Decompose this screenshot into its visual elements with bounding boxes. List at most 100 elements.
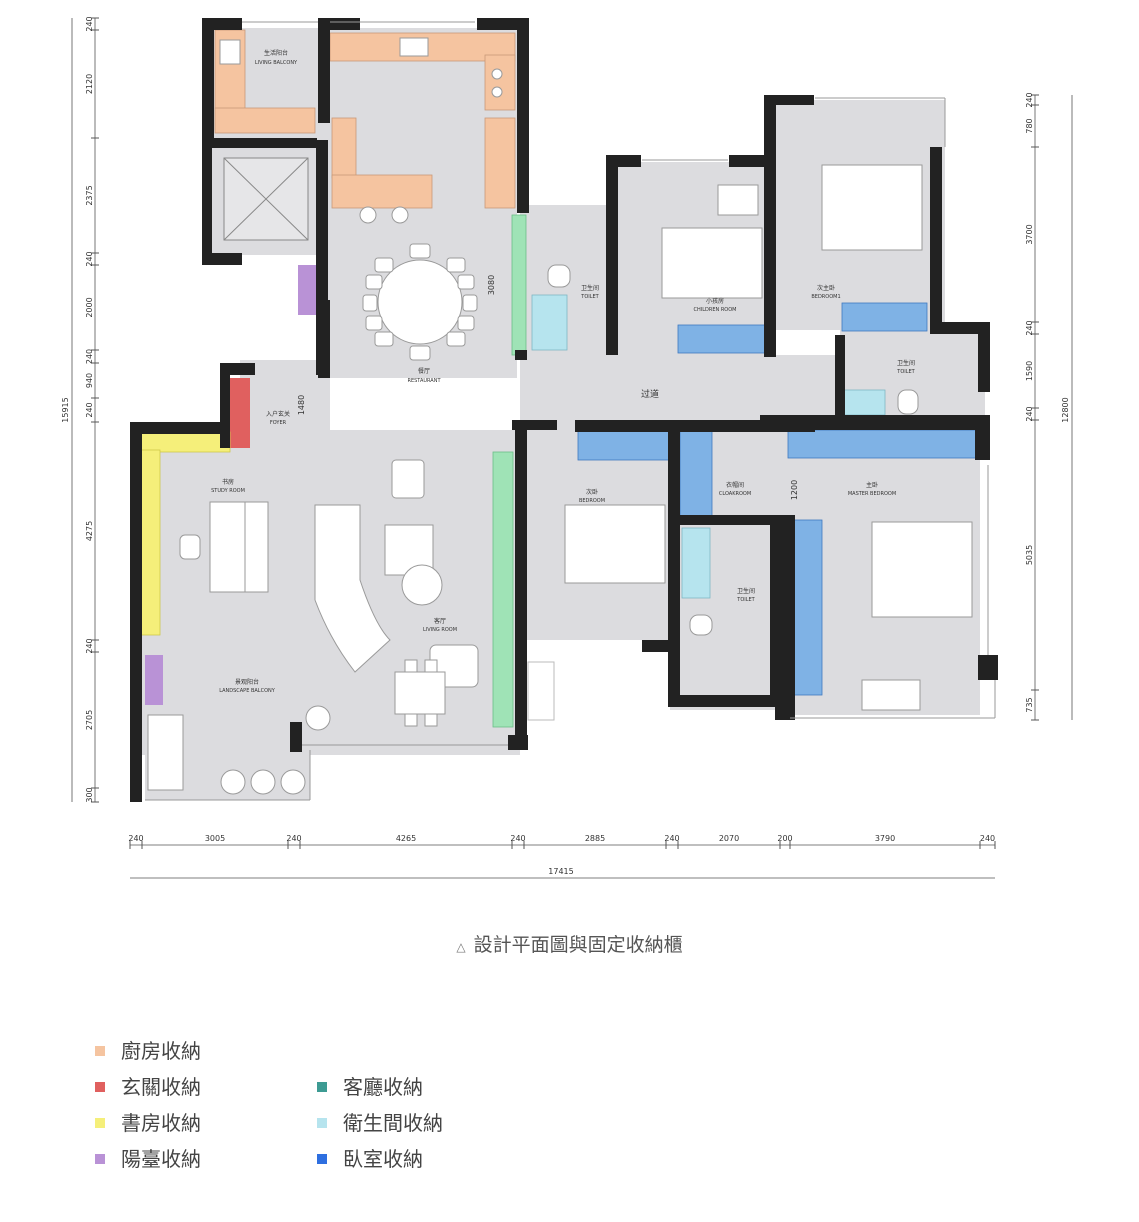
dim-label: 2000 — [85, 297, 94, 317]
caption-text: 設計平面圖與固定收納櫃 — [473, 934, 683, 956]
svg-text:TOILET: TOILET — [736, 597, 755, 603]
dim-label: 240 — [510, 834, 525, 843]
dim-inner: 3080 — [487, 275, 496, 295]
svg-text:BEDROOM1: BEDROOM1 — [811, 294, 840, 300]
dim-label: 240 — [128, 834, 143, 843]
room-label-living: 客厅 — [434, 617, 446, 625]
dim-label: 5035 — [1025, 545, 1034, 565]
furniture — [147, 37, 973, 795]
legend-item-bath: 衛生間收納 — [317, 1110, 443, 1136]
legend-swatch — [95, 1045, 105, 1056]
svg-text:TOILET: TOILET — [896, 369, 915, 375]
dim-label: 240 — [1025, 92, 1034, 107]
room-labels: 生活阳台 LIVING BALCONY 餐厅 RESTAURANT 入户玄关 F… — [211, 49, 916, 694]
room-label-restaurant: 餐厅 — [418, 367, 430, 375]
dim-label: 735 — [1025, 697, 1034, 712]
legend-item-kitchen: 廚房收納 — [95, 1038, 201, 1064]
legend-label: 廚房收納 — [121, 1039, 201, 1063]
svg-text:RESTAURANT: RESTAURANT — [407, 378, 441, 384]
legend-item-balcony: 陽臺收納 — [95, 1146, 201, 1172]
dim-label: 240 — [286, 834, 301, 843]
dim-label: 2375 — [85, 185, 94, 205]
dim-label: 3790 — [875, 834, 895, 843]
legend-swatch — [317, 1153, 327, 1164]
dim-total-left: 15915 — [61, 397, 70, 422]
dim-label: 4265 — [396, 834, 416, 843]
dim-label: 3700 — [1025, 224, 1034, 244]
dim-total-bottom: 17415 — [548, 867, 573, 876]
dim-inner: 1200 — [790, 480, 799, 500]
legend-item-study: 書房收納 — [95, 1110, 201, 1136]
dim-label: 2705 — [85, 710, 94, 730]
legend-swatch — [95, 1117, 105, 1128]
elevator-shaft — [223, 157, 309, 241]
room-label-toilet2: 卫生间 — [897, 359, 915, 367]
dim-inner: 1480 — [297, 395, 306, 415]
legend-item-living: 客廳收納 — [317, 1074, 423, 1100]
room-label-toilet3: 卫生间 — [737, 587, 755, 595]
dim-label: 240 — [980, 834, 995, 843]
living-storage — [492, 214, 527, 728]
foyer-storage — [230, 378, 250, 448]
legend-swatch — [95, 1081, 105, 1092]
legend-label: 書房收納 — [121, 1111, 201, 1135]
legend-label: 客廳收納 — [343, 1075, 423, 1099]
room-label-foyer: 入户玄关 — [266, 410, 290, 418]
dim-chain-right: 240 780 3700 240 1590 240 5035 735 — [1025, 92, 1039, 721]
svg-text:CHILDREN ROOM: CHILDREN ROOM — [694, 307, 737, 313]
bedroom-storage — [577, 302, 979, 696]
dim-label: 200 — [777, 834, 792, 843]
dim-label: 2885 — [585, 834, 605, 843]
dim-label: 240 — [85, 16, 94, 31]
room-label-corridor: 过道 — [641, 388, 659, 400]
room-label-bedroom: 次卧 — [586, 488, 598, 496]
legend-item-bedroom: 臥室收納 — [317, 1146, 423, 1172]
legend-swatch — [317, 1081, 327, 1092]
svg-text:BEDROOM: BEDROOM — [579, 498, 605, 504]
room-label-children: 小孩房 — [706, 297, 724, 305]
dim-label: 240 — [85, 402, 94, 417]
svg-text:MASTER BEDROOM: MASTER BEDROOM — [848, 491, 896, 497]
balcony-storage — [145, 265, 316, 705]
dim-label: 2070 — [719, 834, 739, 843]
room-label-living-balcony: 生活阳台 — [264, 49, 288, 57]
room-label-master: 主卧 — [866, 481, 878, 489]
legend-label: 玄關收納 — [121, 1075, 201, 1099]
svg-text:LANDSCAPE BALCONY: LANDSCAPE BALCONY — [219, 688, 276, 694]
svg-text:FOYER: FOYER — [270, 420, 287, 426]
legend-label: 臥室收納 — [343, 1147, 423, 1171]
inner-dimensions: 3080 1480 1200 — [297, 275, 799, 500]
dim-label: 940 — [85, 373, 94, 388]
legend-item-foyer: 玄關收納 — [95, 1074, 201, 1100]
legend-swatch — [317, 1117, 327, 1128]
room-label-landscape: 景观阳台 — [235, 678, 259, 686]
dim-label: 300 — [85, 787, 94, 802]
legend-label: 陽臺收納 — [121, 1147, 201, 1171]
dim-label: 2120 — [85, 74, 94, 94]
walls — [130, 18, 998, 802]
floor-plan: 生活阳台 LIVING BALCONY 餐厅 RESTAURANT 入户玄关 F… — [61, 16, 1073, 879]
dim-label: 240 — [85, 251, 94, 266]
dim-label: 240 — [85, 638, 94, 653]
dim-total-right: 12800 — [1061, 397, 1070, 422]
dim-chain-bottom: 240 3005 240 4265 240 2885 240 2070 200 3790 240 — [128, 834, 996, 849]
dim-label: 240 — [1025, 320, 1034, 335]
svg-text:STUDY ROOM: STUDY ROOM — [211, 488, 245, 494]
bath-storage — [531, 294, 886, 599]
window-lines — [145, 21, 996, 801]
dim-label: 240 — [664, 834, 679, 843]
room-label-toilet1: 卫生间 — [581, 284, 599, 292]
svg-text:TOILET: TOILET — [580, 294, 599, 300]
dim-label: 240 — [85, 349, 94, 364]
svg-text:LIVING ROOM: LIVING ROOM — [423, 627, 457, 633]
svg-text:CLOAKROOM: CLOAKROOM — [719, 491, 751, 497]
dim-label: 1590 — [1025, 361, 1034, 381]
dim-label: 780 — [1025, 118, 1034, 133]
dim-label: 3005 — [205, 834, 225, 843]
legend-label: 衛生間收納 — [343, 1111, 443, 1135]
dim-label: 240 — [1025, 406, 1034, 421]
plan-caption: △設計平面圖與固定收納櫃 — [0, 930, 1139, 957]
dim-chain-left: 240 2120 2375 240 2000 240 940 240 4275 240 2705 30… — [85, 16, 99, 803]
room-label-study: 书房 — [222, 478, 234, 486]
dim-label: 4275 — [85, 521, 94, 541]
